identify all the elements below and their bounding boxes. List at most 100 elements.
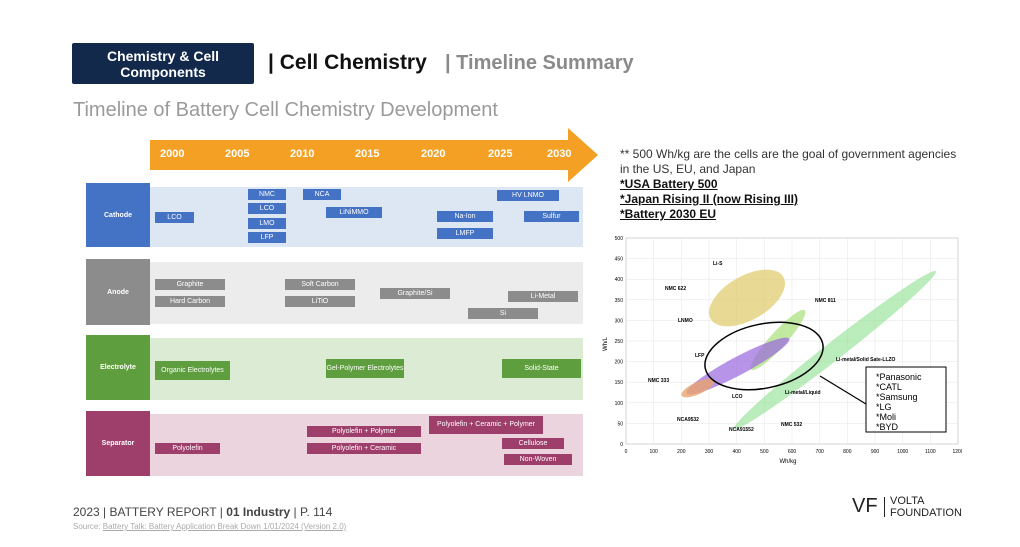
annotation: Li-S xyxy=(713,261,723,267)
x-tick-label: 200 xyxy=(677,449,686,455)
y-tick-label: 250 xyxy=(615,339,624,345)
cathode-item: LMO xyxy=(248,218,286,229)
cathode-item: HV LNMO xyxy=(497,190,559,201)
y-tick-label: 100 xyxy=(615,401,624,407)
x-axis-label: Wh/kg xyxy=(779,459,796,465)
annotation: LCO xyxy=(732,394,743,400)
year-label: 2010 xyxy=(290,148,315,160)
title-separator-2: | xyxy=(445,52,451,74)
cathode-item: NCA xyxy=(303,189,341,200)
footer-page: | P. 114 xyxy=(290,505,333,519)
year-label: 2000 xyxy=(160,148,185,160)
footer-section: 01 Industry xyxy=(226,505,291,519)
volta-logo: VF xyxy=(852,495,878,517)
x-tick-label: 400 xyxy=(732,449,741,455)
annotation: NMC 622 xyxy=(665,286,686,292)
manufacturer-list: *Panasonic *CATL *Samsung *LG *Moli *BYD xyxy=(876,372,922,432)
title-separator: | xyxy=(268,51,274,74)
annotation: Li-metal/Solid Sate-LLZO xyxy=(836,357,896,363)
page-subtitle-header: | Timeline Summary xyxy=(445,52,634,75)
separator-item: Polyolefin xyxy=(155,443,220,454)
x-tick-label: 500 xyxy=(760,449,769,455)
manufacturer-box xyxy=(865,366,947,433)
anode-item: Si xyxy=(468,308,538,319)
y-tick-label: 150 xyxy=(615,380,624,386)
y-axis-label: Wh/L xyxy=(603,336,609,351)
cathode-item: LMFP xyxy=(437,228,493,239)
manufacturer-label: *Samsung xyxy=(876,392,918,402)
callout-line xyxy=(819,375,867,405)
title-text: Cell Chemistry xyxy=(279,51,427,74)
cathode-item: NMC xyxy=(248,189,286,200)
x-tick-label: 800 xyxy=(843,449,852,455)
x-tick-label: 100 xyxy=(649,449,658,455)
link-battery-2030[interactable]: *Battery 2030 EU xyxy=(620,207,717,221)
slide-subtitle: Timeline of Battery Cell Chemistry Devel… xyxy=(73,99,498,121)
y-tick-label: 450 xyxy=(615,257,624,263)
note-text: ** 500 Wh/kg are the cells are the goal … xyxy=(620,147,957,176)
cathode-item: LCO xyxy=(155,212,194,223)
annotation: NCA9532 xyxy=(677,417,699,423)
annotation: LNMO xyxy=(678,318,693,324)
section-badge: Chemistry & Cell Components xyxy=(72,43,254,84)
page-title: | Cell Chemistry xyxy=(268,51,427,75)
annotation: Li-metal/Liquid xyxy=(785,390,821,396)
electrolyte-item: Solid-State xyxy=(502,359,581,378)
anode-item: Graphite/Si xyxy=(380,288,450,299)
y-tick-label: 50 xyxy=(617,421,623,427)
volta-logo-text: VOLTA FOUNDATION xyxy=(890,495,962,519)
source-line: Source: Battery Talk: Battery Applicatio… xyxy=(73,522,346,531)
source-link[interactable]: Battery Talk: Battery Application Break … xyxy=(102,522,347,531)
footer-text: 2023 | BATTERY REPORT | 01 Industry | P.… xyxy=(73,505,332,519)
x-tick-label: 900 xyxy=(871,449,880,455)
manufacturer-label: *Moli xyxy=(876,412,896,422)
x-tick-label: 700 xyxy=(815,449,824,455)
logo-line1: VOLTA xyxy=(890,495,925,507)
manufacturer-label: *Panasonic xyxy=(876,372,922,382)
cathode-item: LiNiMMO xyxy=(326,207,382,218)
footer-year: 2023 | BATTERY REPORT | xyxy=(73,505,227,519)
region-lfp xyxy=(681,378,715,398)
anode-item: Hard Carbon xyxy=(155,296,225,307)
link-japan-rising[interactable]: *Japan Rising II (now Rising III) xyxy=(620,192,799,206)
x-tick-label: 1000 xyxy=(897,449,908,455)
y-tick-label: 500 xyxy=(615,236,624,242)
year-label: 2020 xyxy=(421,148,446,160)
row-label-separator: Separator xyxy=(86,411,150,476)
y-tick-label: 200 xyxy=(615,360,624,366)
row-label-electrolyte: Electrolyte xyxy=(86,335,150,400)
separator-item: Cellulose xyxy=(502,438,564,449)
electrolyte-item: Organic Electrolytes xyxy=(155,361,230,380)
annotation: LFP xyxy=(695,353,705,359)
y-tick-label: 350 xyxy=(615,298,624,304)
y-tick-label: 300 xyxy=(615,318,624,324)
row-label-cathode: Cathode xyxy=(86,183,150,247)
title-text-2: Timeline Summary xyxy=(456,52,634,74)
region-lis xyxy=(709,269,785,327)
annotation: NCA91552 xyxy=(729,427,754,433)
annotation: NMC 532 xyxy=(781,422,802,428)
goal-note: ** 500 Wh/kg are the cells are the goal … xyxy=(620,147,960,222)
link-usa-battery[interactable]: *USA Battery 500 xyxy=(620,177,718,191)
source-label: Source: xyxy=(73,522,103,531)
annotation: NMC 333 xyxy=(648,378,669,384)
region-limetal xyxy=(733,270,937,430)
chart-annotations: Li-S NMC 622 NMC 811 LNMO LFP NMC 333 LC… xyxy=(648,261,896,433)
separator-item: Polyolefin + Ceramic + Polymer xyxy=(429,416,543,434)
logo-line2: FOUNDATION xyxy=(890,507,962,519)
cathode-item: LFP xyxy=(248,232,286,243)
y-tick-label: 0 xyxy=(620,442,623,448)
separator-item: Polyolefin + Ceramic xyxy=(307,443,421,454)
annotation: NMC 811 xyxy=(815,298,836,304)
year-label: 2030 xyxy=(547,148,572,160)
cathode-item: Sulfur xyxy=(524,211,579,222)
anode-item: Graphite xyxy=(155,279,225,290)
x-tick-label: 300 xyxy=(705,449,714,455)
year-label: 2015 xyxy=(355,148,380,160)
callout-circle xyxy=(704,321,824,391)
x-tick-label: 1100 xyxy=(925,449,936,455)
x-tick-label: 0 xyxy=(625,449,628,455)
manufacturer-label: *LG xyxy=(876,402,892,412)
anode-item: LiTiO xyxy=(285,296,355,307)
